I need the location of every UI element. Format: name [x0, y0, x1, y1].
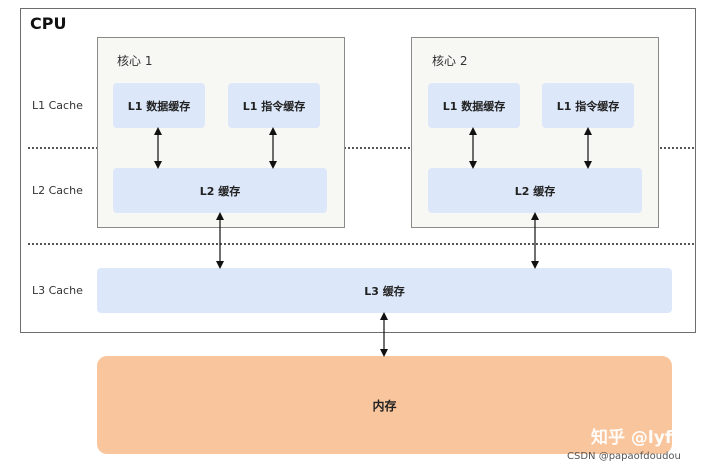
l1-l2-divider: [28, 147, 694, 149]
core-2-l1-data-cache: L1 数据缓存: [428, 83, 520, 128]
row-label-l2: L2 Cache: [32, 184, 83, 197]
l3-cache: L3 缓存: [97, 268, 672, 313]
csdn-credit: CSDN @papaofdoudou: [567, 451, 681, 462]
core-1-l2-cache: L2 缓存: [113, 168, 327, 213]
zhihu-watermark: 知乎 @lyf: [591, 428, 673, 448]
main-memory: 内存: [97, 356, 672, 454]
core-1-label: 核心 1: [117, 54, 153, 68]
l2-l3-divider: [28, 243, 694, 245]
core-2-label: 核心 2: [432, 54, 468, 68]
core-2-l2-cache: L2 缓存: [428, 168, 642, 213]
core-1-l1-data-cache: L1 数据缓存: [113, 83, 205, 128]
row-label-l1: L1 Cache: [32, 99, 83, 112]
cpu-title: CPU: [30, 14, 67, 33]
core-1-l1-instruction-cache: L1 指令缓存: [228, 83, 320, 128]
core-2-l1-instruction-cache: L1 指令缓存: [542, 83, 634, 128]
row-label-l3: L3 Cache: [32, 284, 83, 297]
